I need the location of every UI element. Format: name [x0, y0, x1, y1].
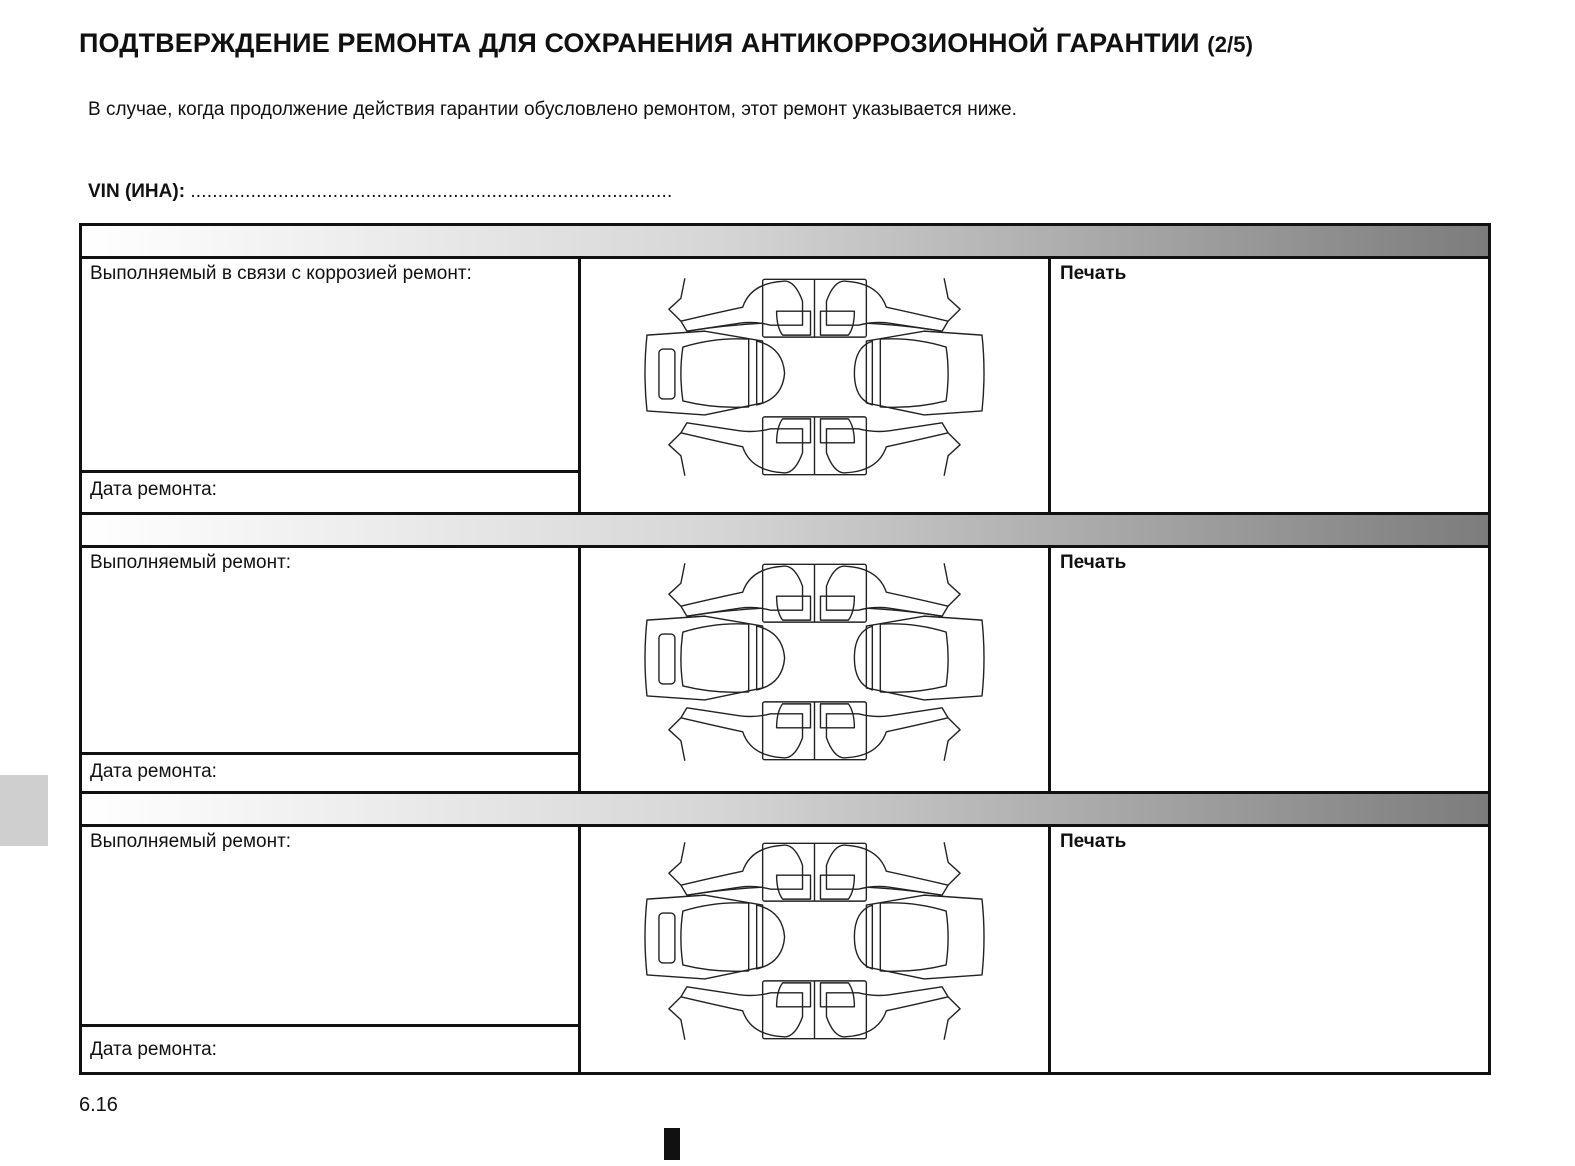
repair-date-cell[interactable]: Дата ремонта:: [82, 1024, 578, 1072]
repair-section-1: Выполняемый в связи с коррозией ремонт: …: [82, 226, 1488, 513]
vin-fill-line[interactable]: ........................................…: [190, 181, 673, 202]
date-label: Дата ремонта:: [90, 761, 217, 782]
repair-section-3: Выполняемый ремонт: Дата ремонта: Печать: [82, 791, 1488, 1072]
repair-label: Выполняемый в связи с коррозией ремонт:: [90, 263, 472, 284]
page-number: 6.16: [79, 1094, 118, 1116]
repair-form-table: Выполняемый в связи с коррозией ремонт: …: [79, 223, 1491, 1075]
vin-field[interactable]: VIN (ИНА): .............................…: [88, 181, 672, 203]
title-part-indicator: (2/5): [1207, 32, 1254, 57]
repair-section-2: Выполняемый ремонт: Дата ремонта: Печать: [82, 512, 1488, 792]
page-title: ПОДТВЕРЖДЕНИЕ РЕМОНТА ДЛЯ СОХРАНЕНИЯ АНТ…: [79, 28, 1253, 59]
intro-paragraph: В случае, когда продолжение действия гар…: [88, 99, 1017, 120]
repair-description-cell[interactable]: Выполняемый ремонт:: [82, 827, 578, 1024]
stamp-cell[interactable]: Печать: [1051, 827, 1488, 1072]
car-body-diagram-icon[interactable]: [641, 837, 986, 1045]
date-label: Дата ремонта:: [90, 479, 217, 500]
chapter-side-tab: [0, 775, 48, 846]
vin-label: VIN (ИНА):: [88, 181, 186, 202]
repair-description-cell[interactable]: Выполняемый ремонт:: [82, 548, 578, 752]
car-diagram-cell[interactable]: [578, 259, 1051, 513]
repair-date-cell[interactable]: Дата ремонта:: [82, 470, 578, 513]
car-diagram-cell[interactable]: [578, 827, 1051, 1072]
repair-label: Выполняемый ремонт:: [90, 831, 292, 852]
stamp-label: Печать: [1060, 263, 1127, 284]
stamp-label: Печать: [1060, 831, 1127, 852]
stamp-cell[interactable]: Печать: [1051, 259, 1488, 513]
repair-label: Выполняемый ремонт:: [90, 552, 292, 573]
car-body-diagram-icon[interactable]: [641, 273, 986, 481]
section-header-band: [82, 791, 1488, 827]
repair-date-cell[interactable]: Дата ремонта:: [82, 752, 578, 792]
section-header-band: [82, 226, 1488, 259]
car-body-diagram-icon[interactable]: [641, 558, 986, 766]
stamp-cell[interactable]: Печать: [1051, 548, 1488, 792]
title-text: ПОДТВЕРЖДЕНИЕ РЕМОНТА ДЛЯ СОХРАНЕНИЯ АНТ…: [79, 28, 1200, 58]
section-header-band: [82, 512, 1488, 548]
date-label: Дата ремонта:: [90, 1039, 217, 1060]
car-diagram-cell[interactable]: [578, 548, 1051, 792]
repair-description-cell[interactable]: Выполняемый в связи с коррозией ремонт:: [82, 259, 578, 470]
page-marker: [664, 1128, 680, 1160]
stamp-label: Печать: [1060, 552, 1127, 573]
